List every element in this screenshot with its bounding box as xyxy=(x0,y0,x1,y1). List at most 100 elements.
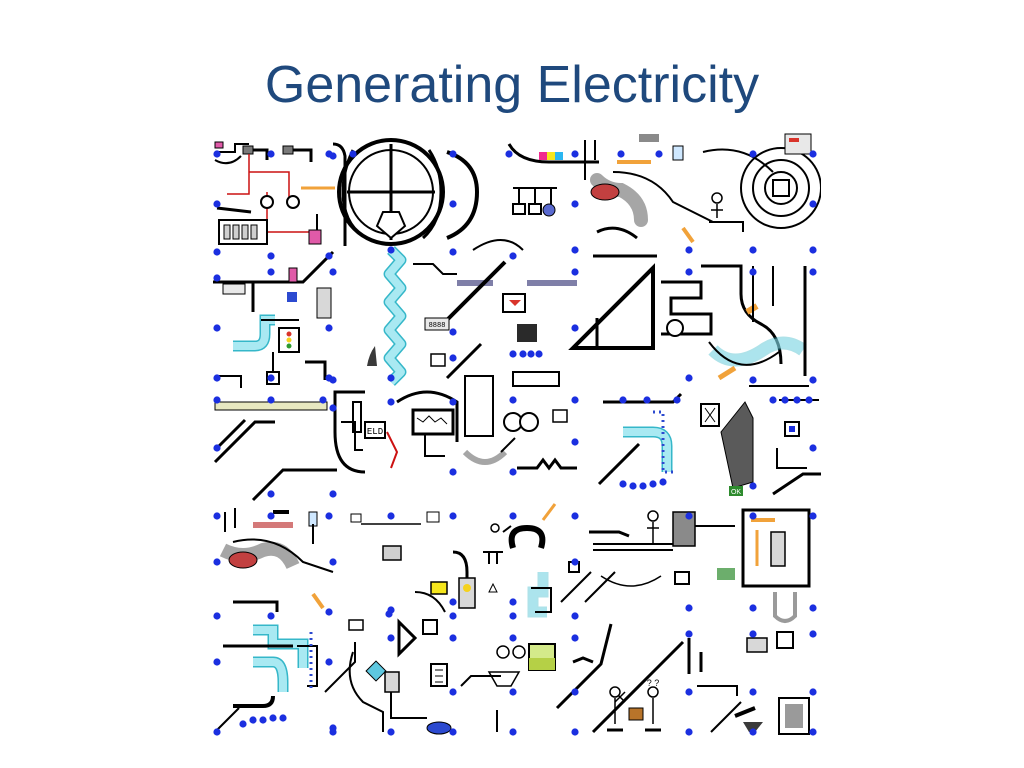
turbine-wheel xyxy=(337,138,480,246)
connection-node xyxy=(571,200,579,208)
connection-node xyxy=(571,396,579,404)
connection-node xyxy=(325,512,333,520)
connection-node xyxy=(749,688,757,696)
connection-node xyxy=(329,558,337,566)
connection-node xyxy=(805,396,813,404)
tile-screen: ELD xyxy=(333,371,577,474)
question-text: ? ? xyxy=(647,678,660,688)
connection-node xyxy=(749,150,757,158)
zigzag-pipe xyxy=(383,246,407,386)
connection-node xyxy=(809,246,817,254)
connection-node xyxy=(319,396,327,404)
connection-nodes xyxy=(213,150,817,736)
connection-node xyxy=(449,598,457,606)
connection-node xyxy=(449,398,457,406)
connection-node xyxy=(213,612,221,620)
connection-node xyxy=(659,478,667,486)
connection-node xyxy=(449,200,457,208)
connection-node xyxy=(749,604,757,612)
connection-node xyxy=(267,512,275,520)
connection-node xyxy=(449,328,457,336)
connection-node xyxy=(329,404,337,412)
tile-scale xyxy=(472,143,599,251)
connection-node xyxy=(449,468,457,476)
connection-node xyxy=(449,512,457,520)
connection-node xyxy=(571,512,579,520)
tile-z-wall xyxy=(568,263,809,387)
connection-node xyxy=(449,634,457,642)
connection-node xyxy=(571,688,579,696)
tile-lower-center xyxy=(350,503,592,618)
slide-title: Generating Electricity xyxy=(264,56,760,114)
connection-node xyxy=(329,152,337,160)
connection-node xyxy=(685,374,693,382)
connection-node xyxy=(685,512,693,520)
connection-node xyxy=(213,248,221,256)
connection-node xyxy=(639,482,647,490)
connection-node xyxy=(259,716,267,724)
connection-node xyxy=(449,150,457,158)
connection-node xyxy=(749,482,757,490)
connection-node xyxy=(387,728,395,736)
connection-node xyxy=(509,350,517,358)
connection-node xyxy=(509,598,517,606)
connection-node xyxy=(267,374,275,382)
connection-node xyxy=(213,274,221,282)
connection-node xyxy=(213,324,221,332)
connection-node xyxy=(685,688,693,696)
connection-node xyxy=(749,630,757,638)
connection-node xyxy=(267,252,275,260)
connection-node xyxy=(769,396,777,404)
connection-node xyxy=(749,268,757,276)
connection-node xyxy=(449,612,457,620)
connection-node xyxy=(809,728,817,736)
connection-node xyxy=(267,150,275,158)
connection-node xyxy=(749,728,757,736)
connection-node xyxy=(387,634,395,642)
dial-text: 8888 xyxy=(429,322,446,330)
connection-node xyxy=(527,350,535,358)
connection-node xyxy=(387,398,395,406)
connection-node xyxy=(269,714,277,722)
connection-node xyxy=(387,512,395,520)
tile-chute: OK xyxy=(597,392,821,496)
connection-node xyxy=(249,716,257,724)
connection-node xyxy=(809,630,817,638)
connection-node xyxy=(809,444,817,452)
tile-bottom-left xyxy=(214,619,364,733)
connection-node xyxy=(685,728,693,736)
connection-node xyxy=(509,688,517,696)
connection-node xyxy=(781,396,789,404)
connection-node xyxy=(809,268,817,276)
connection-node xyxy=(809,604,817,612)
connection-node xyxy=(509,468,517,476)
connection-node xyxy=(649,480,657,488)
connection-node xyxy=(809,512,817,520)
tile-belt xyxy=(213,401,363,502)
connection-node xyxy=(213,374,221,382)
connection-node xyxy=(809,688,817,696)
connection-node xyxy=(387,246,395,254)
connection-node xyxy=(617,150,625,158)
tile-conveyor: 8888 xyxy=(367,260,577,380)
connection-node xyxy=(571,634,579,642)
connection-node xyxy=(571,438,579,446)
connection-node xyxy=(571,150,579,158)
connection-node xyxy=(325,252,333,260)
connection-node xyxy=(809,150,817,158)
connection-node xyxy=(793,396,801,404)
tile-bottom-center xyxy=(348,618,613,735)
tile-tanks xyxy=(219,267,332,388)
connection-node xyxy=(571,268,579,276)
connection-node xyxy=(449,688,457,696)
connection-node xyxy=(213,444,221,452)
connection-node xyxy=(213,200,221,208)
connection-node xyxy=(571,558,579,566)
connection-node xyxy=(629,482,637,490)
connection-node xyxy=(619,396,627,404)
connection-node xyxy=(655,150,663,158)
connection-node xyxy=(749,246,757,254)
connection-node xyxy=(267,490,275,498)
machine-illustration: 8888 ELD xyxy=(213,132,821,740)
connection-node xyxy=(267,396,275,404)
